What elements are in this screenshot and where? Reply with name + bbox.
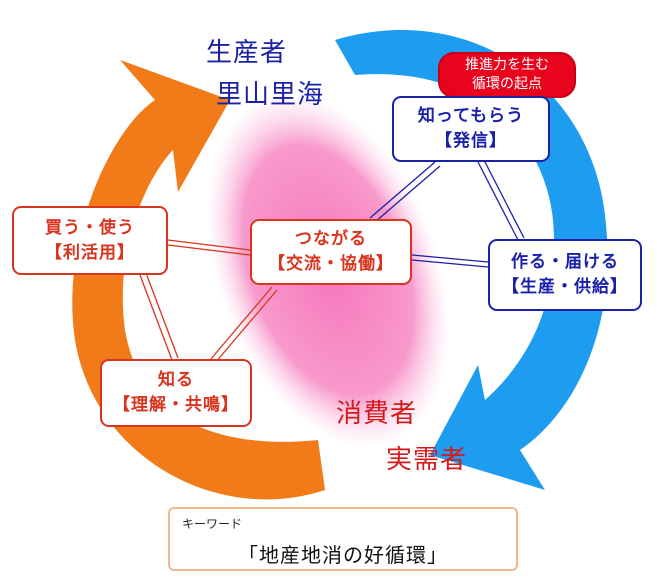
consumer-label: 消費者 bbox=[336, 399, 418, 429]
blue-connectors bbox=[369, 159, 525, 268]
keyword-text: 「地産地消の好循環」 bbox=[238, 543, 448, 567]
node-buy: 買う・使う 【利活用】 bbox=[12, 206, 168, 275]
node-connect-title: つながる bbox=[295, 229, 367, 250]
red-connectors bbox=[139, 239, 278, 364]
badge-line2: 循環の起点 bbox=[472, 76, 542, 92]
satoyama-label: 里山里海 bbox=[216, 80, 325, 110]
demander-label: 実需者 bbox=[386, 445, 468, 475]
node-connect: つながる 【交流・協働】 bbox=[250, 219, 412, 285]
node-connect-sub: 【交流・協働】 bbox=[268, 254, 394, 274]
node-make: 作る・届ける 【生産・供給】 bbox=[488, 239, 642, 311]
producer-label: 生産者 bbox=[206, 38, 288, 68]
badge-line1: 推進力を生む bbox=[465, 57, 549, 74]
node-buy-title: 買う・使う bbox=[45, 217, 135, 238]
keyword-caption: キーワード bbox=[182, 517, 243, 531]
node-buy-sub: 【利活用】 bbox=[45, 242, 135, 263]
keyword-box: キーワード 「地産地消の好循環」 bbox=[168, 507, 518, 571]
cycle-origin-badge: 推進力を生む 循環の起点 bbox=[438, 52, 576, 98]
node-send: 知ってもらう 【発信】 bbox=[392, 96, 550, 162]
node-know-title: 知る bbox=[158, 370, 194, 391]
node-send-sub: 【発信】 bbox=[435, 131, 507, 151]
node-make-title: 作る・届ける bbox=[511, 252, 619, 273]
node-send-title: 知ってもらう bbox=[417, 106, 525, 127]
node-know: 知る 【理解・共鳴】 bbox=[100, 359, 252, 427]
node-know-sub: 【理解・共鳴】 bbox=[113, 395, 239, 415]
node-make-sub: 【生産・供給】 bbox=[502, 277, 628, 297]
